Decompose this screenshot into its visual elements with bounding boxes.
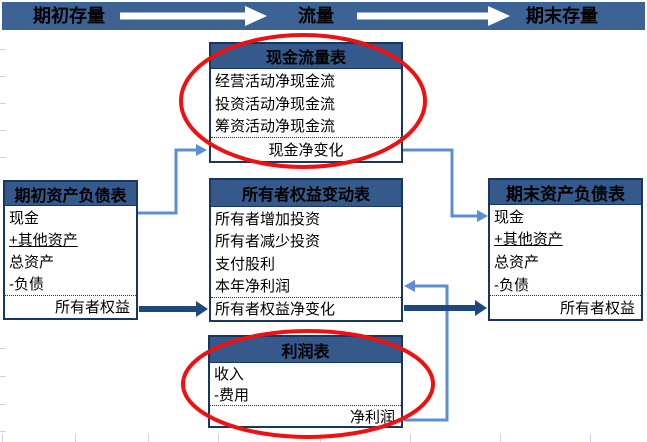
row-investing-net-cash-flow: 投资活动净现金流 [215, 95, 336, 113]
connector-netincome-arrowhead-icon [404, 280, 415, 292]
grid-tick [0, 49, 6, 50]
row-current-year-net-income: 本年净利润 [215, 277, 291, 295]
row-cash: 现金 [494, 208, 525, 226]
grid-tick [148, 434, 149, 442]
banner-begin-stock-label: 期初存量 [33, 6, 105, 26]
grid-tick [218, 434, 219, 442]
box-income-statement: 利润表 收入 -费用 净利润 [208, 335, 403, 428]
row-operating-net-cash-flow: 经营活动净现金流 [215, 72, 336, 90]
box-income-statement-title: 利润表 [210, 337, 401, 363]
grid-tick [2, 434, 3, 442]
row-owners-equity: 所有者权益 [5, 294, 136, 318]
connector-begin-cash-arrowhead-icon [196, 144, 207, 156]
row-cash: 现金 [9, 209, 40, 227]
connector-cashflow-arrowhead-icon [477, 210, 488, 222]
row-liabilities: -负债 [494, 276, 529, 294]
row-net-cash-change: 现金净变化 [211, 137, 401, 161]
connector-cashflow-to-end-cash [403, 148, 477, 218]
grid-tick [0, 376, 6, 377]
row-owners-equity: 所有者权益 [490, 295, 641, 319]
box-ending-balance-sheet-title: 期末资产负债表 [490, 180, 641, 205]
row-revenue: 收入 [214, 366, 245, 383]
row-total-assets: 总资产 [494, 253, 540, 271]
row-owner-investment-decrease: 所有者减少投资 [215, 233, 321, 251]
grid-tick [75, 434, 76, 442]
grid-tick [0, 157, 6, 158]
box-equity-change-statement-title: 所有者权益变动表 [211, 180, 401, 207]
grid-tick [320, 434, 321, 442]
banner-end-stock-label: 期末存量 [526, 6, 598, 26]
box-beginning-balance-sheet-title: 期初资产负债表 [5, 182, 136, 206]
grid-tick [410, 434, 411, 442]
grid-tick [0, 404, 6, 405]
grid-tick [500, 434, 501, 442]
connector-begin-cash-to-cashflow [138, 148, 196, 215]
box-cash-flow-statement-title: 现金流量表 [211, 44, 401, 69]
row-financing-net-cash-flow: 筹资活动净现金流 [215, 118, 336, 136]
timeline-banner: 期初存量 流量 期末存量 [2, 2, 645, 30]
arrow-equity-change-arrowhead-icon [475, 300, 487, 316]
box-beginning-balance-sheet: 期初资产负债表 现金 +其他资产 总资产 -负债 所有者权益 [3, 180, 138, 320]
grid-tick [0, 103, 6, 104]
box-equity-change-statement: 所有者权益变动表 所有者增加投资 所有者减少投资 支付股利 本年净利润 所有者权… [209, 178, 403, 322]
arrow-begin-equity-arrowhead-icon [196, 301, 208, 317]
grid-tick [0, 76, 6, 77]
grid-tick [0, 130, 6, 131]
row-owner-investment-increase: 所有者增加投资 [215, 210, 321, 228]
grid-tick [590, 434, 591, 442]
box-ending-balance-sheet: 期末资产负债表 现金 +其他资产 总资产 -负债 所有者权益 [488, 178, 643, 321]
row-expenses: -费用 [214, 387, 249, 404]
connector-netincome-to-equity [404, 284, 449, 422]
row-total-assets: 总资产 [9, 254, 55, 271]
row-net-equity-change: 所有者权益净变化 [211, 296, 401, 320]
banner-flow-label: 流量 [298, 6, 334, 26]
row-other-assets: +其他资产 [9, 231, 78, 249]
row-dividends-paid: 支付股利 [215, 255, 276, 273]
row-other-assets: +其他资产 [494, 231, 563, 249]
row-net-income: 净利润 [210, 405, 401, 427]
grid-tick [0, 431, 6, 432]
grid-tick [0, 348, 6, 349]
row-liabilities: -负债 [9, 276, 44, 294]
box-cash-flow-statement: 现金流量表 经营活动净现金流 投资活动净现金流 筹资活动净现金流 现金净变化 [209, 42, 403, 163]
